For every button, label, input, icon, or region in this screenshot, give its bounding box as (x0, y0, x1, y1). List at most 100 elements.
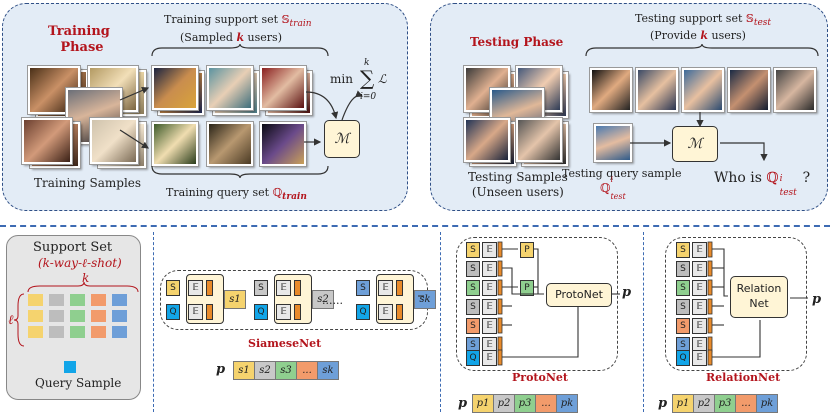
support-k-label: k (82, 271, 90, 285)
relation-support-tag: S (676, 299, 690, 315)
support-grid-cell (70, 310, 85, 322)
score-cell: ... (535, 394, 557, 413)
score-cell: p1 (472, 394, 494, 413)
siamese-embed-s: 𝔼 (378, 280, 393, 296)
siamese-embed-q: 𝔼 (276, 304, 291, 320)
proto-support-tag: S (466, 242, 480, 258)
score-cell: sk (317, 361, 339, 380)
proto-support-tag: S (466, 318, 480, 334)
support-grid-cell (112, 310, 127, 322)
testing-phase-title: Testing Phase (470, 35, 564, 49)
siamese-score: s2 (312, 290, 334, 309)
training-support-set-label: Training support set 𝕊train (164, 13, 312, 30)
support-photo-2 (207, 66, 253, 110)
relation-embed: 𝔼 (692, 337, 707, 353)
relationnet-output: p (812, 292, 822, 307)
relationnet-title: RelationNet (706, 371, 781, 384)
training-samples-label: Training Samples (34, 176, 142, 190)
proto-prototype-tag: P (520, 242, 534, 258)
support-set-title: Support Set (33, 240, 113, 255)
score-cell: p2 (493, 394, 515, 413)
score-cell: s1 (233, 361, 255, 380)
testing-samples-label: Testing Samples (Unseen users) (468, 170, 568, 199)
training-arrows (119, 87, 364, 149)
score-cell: p3 (514, 394, 536, 413)
relation-embed: 𝔼 (692, 261, 707, 277)
score-cell: pk (756, 394, 778, 413)
proto-prototype-tag: P (520, 280, 534, 296)
relation-embed: 𝔼 (692, 242, 707, 258)
support-set-bracket (151, 44, 329, 57)
support-grid-cell (70, 326, 85, 338)
protonet-output: p (622, 285, 632, 300)
training-query-set-label: Training query set ℚtrain (166, 186, 307, 203)
testing-face-photo (464, 118, 510, 162)
siamese-query-tag: Q (254, 304, 268, 320)
siamese-score: s1 (224, 290, 246, 309)
relation-embed: 𝔼 (692, 280, 707, 296)
proto-support-tag: S (466, 280, 480, 296)
testing-arrows (630, 112, 768, 162)
score-cell: ... (735, 394, 757, 413)
siamese-feature-q (206, 304, 213, 320)
test-support-photo-1 (590, 68, 632, 112)
siamese-p-label: p (216, 362, 226, 377)
support-grid-cell (28, 326, 43, 338)
column-divider (440, 232, 441, 412)
proto-support-tag: S (466, 261, 480, 277)
support-grid-cell (91, 326, 106, 338)
column-divider (643, 232, 644, 412)
query-photo-2 (207, 122, 253, 166)
score-cell: p2 (693, 394, 715, 413)
support-grid-cell (28, 310, 43, 322)
relation-query-embed: 𝔼 (692, 350, 707, 366)
proto-embed: 𝔼 (482, 280, 497, 296)
support-grid-cell (28, 294, 43, 306)
siamese-score: sk (414, 290, 436, 309)
testing-support-bracket (585, 44, 819, 57)
training-support-set-sub: (Sampled k users) (180, 31, 282, 44)
proto-support-tag: S (466, 299, 480, 315)
siamese-feature-q (396, 304, 403, 320)
support-grid-cell (49, 294, 64, 306)
training-model-box: ℳ (324, 120, 360, 158)
siamese-query-tag: Q (166, 304, 180, 320)
test-support-photo-3 (682, 68, 724, 112)
siamese-support-tag: S (254, 280, 268, 296)
siamese-query-tag: Q (356, 304, 370, 320)
testing-query-label: Testing query sample (562, 167, 682, 180)
relation-support-tag: S (676, 318, 690, 334)
support-grid-cell (49, 326, 64, 338)
score-cell: p3 (714, 394, 736, 413)
siamese-support-tag: S (166, 280, 180, 296)
support-grid-cell (49, 310, 64, 322)
siamese-embed-q: 𝔼 (188, 304, 203, 320)
relation-query-tag: Q (676, 350, 690, 366)
score-cell: ... (296, 361, 318, 380)
siamese-feature-q (294, 304, 301, 320)
siamese-support-tag: S (356, 280, 370, 296)
query-photo-3 (260, 122, 306, 166)
relationnet-module: Relation Net (730, 276, 788, 318)
support-grid-cell (91, 310, 106, 322)
support-grid-cell (91, 294, 106, 306)
protonet-title: ProtoNet (512, 371, 568, 384)
proto-embed: 𝔼 (482, 261, 497, 277)
test-support-photo-5 (774, 68, 816, 112)
proto-embed: 𝔼 (482, 299, 497, 315)
query-photo-1 (152, 122, 198, 166)
section-divider (0, 225, 830, 227)
support-grid-cell (112, 326, 127, 338)
proto-embed: 𝔼 (482, 242, 497, 258)
test-support-photo-4 (728, 68, 770, 112)
relation-support-tag: S (676, 280, 690, 296)
query-set-bracket (151, 165, 329, 178)
siamese-embed-q: 𝔼 (378, 304, 393, 320)
protonet-module: ProtoNet (546, 283, 612, 307)
training-phase-title: Training Phase (48, 24, 110, 55)
support-grid-cell (70, 294, 85, 306)
support-set-subtitle: (k-way-ℓ-shot) (38, 256, 122, 270)
siamese-feature-s (396, 280, 403, 296)
